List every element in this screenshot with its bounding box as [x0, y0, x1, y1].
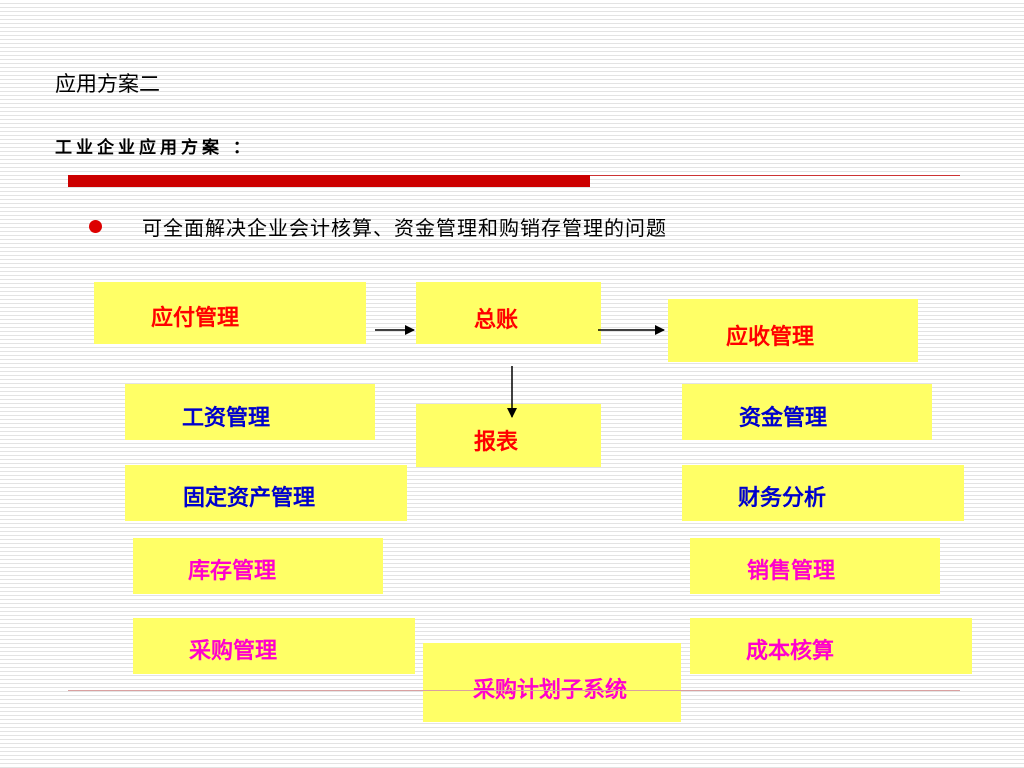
red-divider-bar [68, 175, 590, 187]
box-label: 成本核算 [746, 638, 835, 664]
box-label: 库存管理 [188, 558, 277, 584]
bottom-divider-line [68, 690, 960, 691]
box-accounts-payable: 应付管理 [94, 282, 366, 344]
slide-subtitle: 工业企业应用方案 ： [55, 138, 254, 158]
box-cost-accounting: 成本核算 [690, 618, 972, 674]
box-fixed-assets: 固定资产管理 [125, 465, 407, 521]
bullet-dot-icon [89, 220, 102, 233]
box-label: 应收管理 [726, 324, 815, 350]
box-purchase: 采购管理 [133, 618, 415, 674]
box-label: 工资管理 [182, 405, 271, 431]
box-general-ledger: 总账 [416, 282, 601, 344]
box-payroll: 工资管理 [125, 384, 375, 440]
box-label: 销售管理 [747, 558, 836, 584]
box-inventory: 库存管理 [133, 538, 383, 594]
box-financial-analysis: 财务分析 [682, 465, 964, 521]
box-label: 应付管理 [151, 305, 240, 331]
box-label: 财务分析 [738, 485, 827, 511]
bullet-text: 可全面解决企业会计核算、资金管理和购销存管理的问题 [142, 216, 667, 240]
slide-title: 应用方案二 [55, 72, 160, 96]
box-label: 采购管理 [189, 638, 278, 664]
box-label: 资金管理 [739, 405, 828, 431]
box-fund-management: 资金管理 [682, 384, 932, 440]
box-accounts-receivable: 应收管理 [668, 299, 918, 362]
box-label: 固定资产管理 [183, 485, 316, 511]
box-sales: 销售管理 [690, 538, 940, 594]
box-label: 总账 [474, 307, 519, 333]
thin-divider-line [590, 175, 960, 176]
box-label: 报表 [474, 429, 519, 455]
